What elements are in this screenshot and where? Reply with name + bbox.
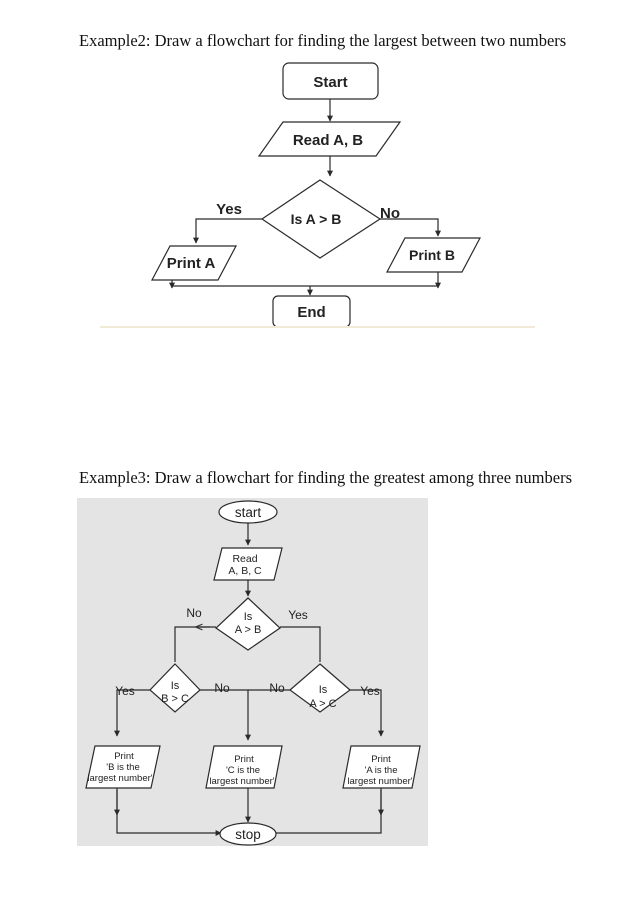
ex2-print-b-label: Print B xyxy=(409,247,455,263)
ex2-decision-diamond xyxy=(260,179,382,259)
ex3-decision-b-c xyxy=(149,663,201,713)
ex3-d2-yes-label: Yes xyxy=(115,684,135,698)
ex3-print-b-output xyxy=(85,745,161,789)
ex3-d2-no-label: No xyxy=(214,681,230,695)
ex3-pa-label-1: Print xyxy=(371,754,391,765)
ex3-pa-label-2: 'A is the xyxy=(365,765,398,776)
ex3-pc-label-2: 'C is the xyxy=(226,765,260,776)
ex2-no-label: No xyxy=(380,205,400,222)
ex3-read-label-2: A, B, C xyxy=(228,565,262,577)
example3-flowchart xyxy=(85,500,421,846)
ex3-read-label-1: Read xyxy=(232,553,257,565)
ex3-d3-label-2: A > C xyxy=(309,698,336,710)
ex3-decision-a-b xyxy=(215,597,281,651)
ex3-start-label: start xyxy=(235,505,262,520)
ex3-pa-label-3: largest number' xyxy=(347,776,412,787)
ex3-d3-label-1: Is xyxy=(319,684,328,696)
ex2-read-label: Read A, B xyxy=(293,132,363,149)
ex2-print-b-output xyxy=(386,237,481,273)
ex3-d3-no-label: No xyxy=(269,681,285,695)
example3-heading: Example3: Draw a flowchart for finding t… xyxy=(79,468,572,487)
ex3-d3-yes-branch xyxy=(350,689,384,737)
ex3-d1-label-1: Is xyxy=(244,611,253,623)
ex3-d2-label-1: Is xyxy=(171,680,180,692)
ex3-d1-yes-label: Yes xyxy=(288,608,308,622)
ex2-yes-branch xyxy=(193,218,262,244)
ex3-d2-label-2: B > C xyxy=(161,693,189,705)
ex2-read-input xyxy=(257,121,402,157)
ex3-d2-yes-branch xyxy=(114,689,150,737)
ex3-d1-label-2: A > B xyxy=(235,624,262,636)
example2-heading: Example2: Draw a flowchart for finding t… xyxy=(79,31,567,50)
ex3-d1-yes-branch xyxy=(280,626,321,662)
ex3-decision-a-c xyxy=(289,663,351,713)
ex3-pc-label-3: largest number' xyxy=(209,776,274,787)
example2-flowchart xyxy=(151,62,481,328)
ex3-pb-label-1: Print xyxy=(114,751,134,762)
ex3-print-a-output xyxy=(342,745,421,789)
ex2-no-branch xyxy=(380,218,441,237)
ex3-d3-yes-label: Yes xyxy=(360,684,380,698)
ex3-d1-no-label: No xyxy=(186,606,202,620)
ex2-decision-label: Is A > B xyxy=(291,211,342,227)
ex3-pb-label-3: largest number' xyxy=(87,773,152,784)
ex3-stop-label: stop xyxy=(235,827,261,842)
ex2-end-label: End xyxy=(297,304,325,321)
ex2-print-a-label: Print A xyxy=(167,255,216,272)
ex2-print-a-output xyxy=(151,245,237,281)
ex3-print-c-output xyxy=(205,745,283,789)
ex3-read-input xyxy=(213,547,283,581)
example2-labels: Start Read A, B Is A > B Yes No Print A … xyxy=(167,74,455,321)
ex2-yes-label: Yes xyxy=(216,201,242,218)
ex2-start-label: Start xyxy=(313,74,347,91)
ex3-stop-terminal xyxy=(219,822,277,846)
example3-labels: start Read A, B, C Is A > B No Yes Is B … xyxy=(87,505,412,842)
ex3-pb-label-2: 'B is the xyxy=(106,762,140,773)
ex3-pc-label-1: Print xyxy=(234,754,254,765)
